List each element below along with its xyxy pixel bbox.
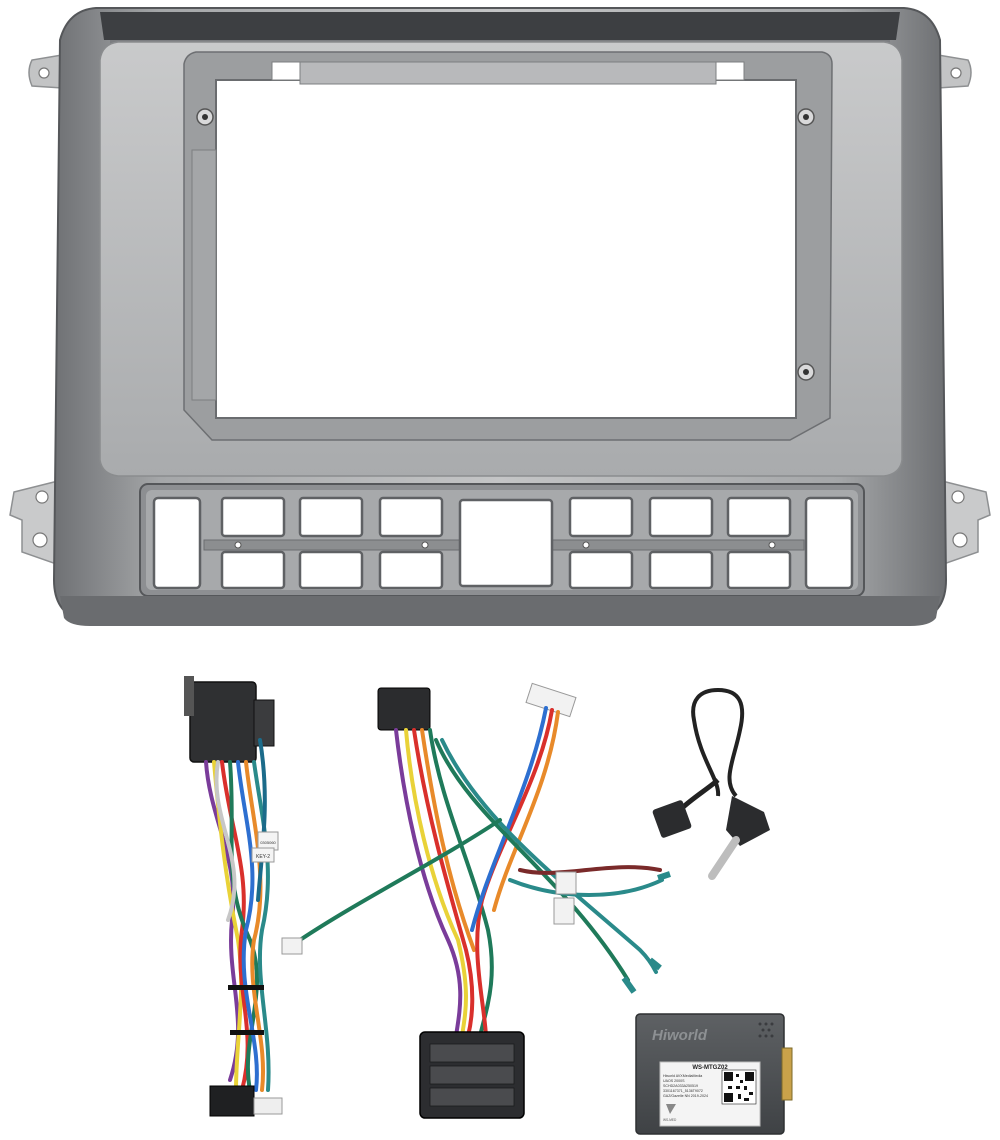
harness-connector-bottom xyxy=(209,1085,255,1117)
box-label-line2: UAOS 2000S xyxy=(663,1079,685,1083)
box-label-line5: GAZ/Gazelle NN 2019-2024 xyxy=(663,1094,708,1098)
button-slots xyxy=(152,496,854,590)
mounting-tab-top-right xyxy=(937,54,972,89)
iso-connector-top xyxy=(189,681,257,763)
screen-opening xyxy=(215,79,797,419)
box-label-footer: WS-MED xyxy=(663,1118,677,1122)
dash-trim-frame xyxy=(9,7,991,626)
box-label-line1: Hiworld AVXMediaMedia xyxy=(663,1074,702,1078)
harness-connector-top xyxy=(377,687,431,731)
canbus-decoder-box: Hiworld WS-MTGZ02 Hiworld AVXMediaMedia … xyxy=(635,1013,793,1135)
box-brand: Hiworld xyxy=(652,1027,708,1044)
harness-tag-key: KEY-2 xyxy=(256,854,270,860)
antenna-adapter xyxy=(652,688,770,880)
power-harness: 0305060 KEY-2 xyxy=(184,676,283,1117)
box-label-line4: 3301167371_5136T9072 xyxy=(663,1089,703,1093)
box-label-line3: SCHD2A033A250519 xyxy=(663,1084,698,1088)
canbus-harness xyxy=(281,682,671,1119)
qr-code xyxy=(721,1069,757,1105)
box-model: WS-MTGZ02 xyxy=(692,1065,728,1071)
harness-tag: 0305060 KEY-2 xyxy=(251,831,279,863)
mounting-tab-top-left xyxy=(28,54,63,89)
harness-tag-code: 0305060 xyxy=(260,840,276,845)
